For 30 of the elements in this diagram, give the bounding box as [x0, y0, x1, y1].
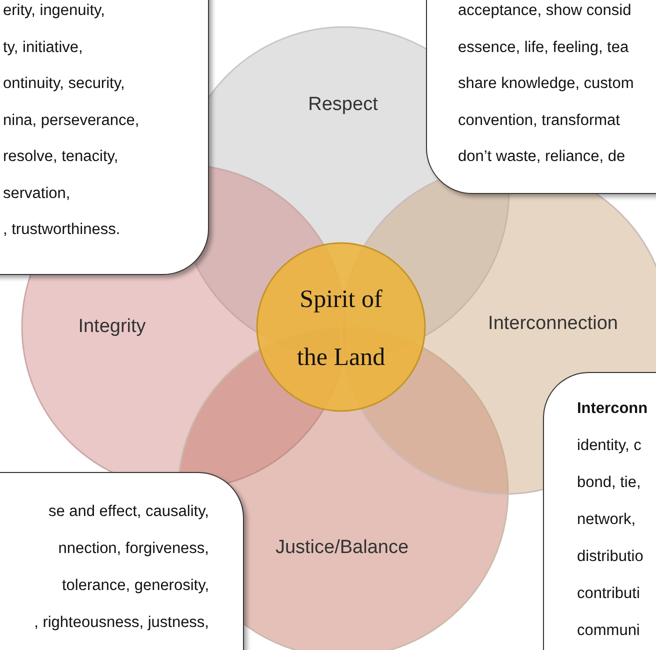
circle-label: Interconnection	[488, 313, 618, 335]
text-line: se and effect, causality,	[48, 503, 209, 521]
text-line: share knowledge, custom	[458, 75, 634, 93]
text-line: identity, c	[577, 437, 642, 455]
text-line: , trustworthiness.	[3, 221, 120, 239]
text-line: convention, transformat	[458, 112, 620, 130]
text-line: tolerance, generosity,	[62, 577, 209, 595]
text-line: essence, life, feeling, tea	[458, 38, 629, 56]
circle-label: Justice/Balance	[275, 537, 409, 559]
circle-label: Respect	[308, 94, 378, 116]
text-line: servation,	[3, 184, 70, 202]
text-line: ty, initiative,	[3, 38, 83, 56]
text-line: nina, perseverance,	[3, 112, 140, 130]
text-card	[426, 0, 656, 194]
circle-label: Integrity	[78, 316, 146, 338]
text-line: ontinuity, security,	[3, 75, 125, 93]
text-line: acceptance, show consid	[458, 2, 632, 20]
card-heading: Interconn	[577, 400, 648, 418]
text-line: contributi	[577, 585, 640, 603]
text-line: bond, tie,	[577, 474, 641, 492]
text-line: nnection, forgiveness,	[58, 540, 209, 558]
text-line: don’t waste, reliance, de	[458, 148, 626, 166]
text-line: erity, ingenuity,	[3, 2, 105, 20]
text-card	[0, 0, 209, 275]
circle-label: Spirit of the Land	[296, 285, 386, 373]
text-line: resolve, tenacity,	[3, 148, 118, 166]
text-line: network,	[577, 511, 636, 529]
text-line: , righteousness, justness,	[34, 614, 209, 632]
text-line: distributio	[577, 548, 644, 566]
text-line: communi	[577, 622, 640, 640]
